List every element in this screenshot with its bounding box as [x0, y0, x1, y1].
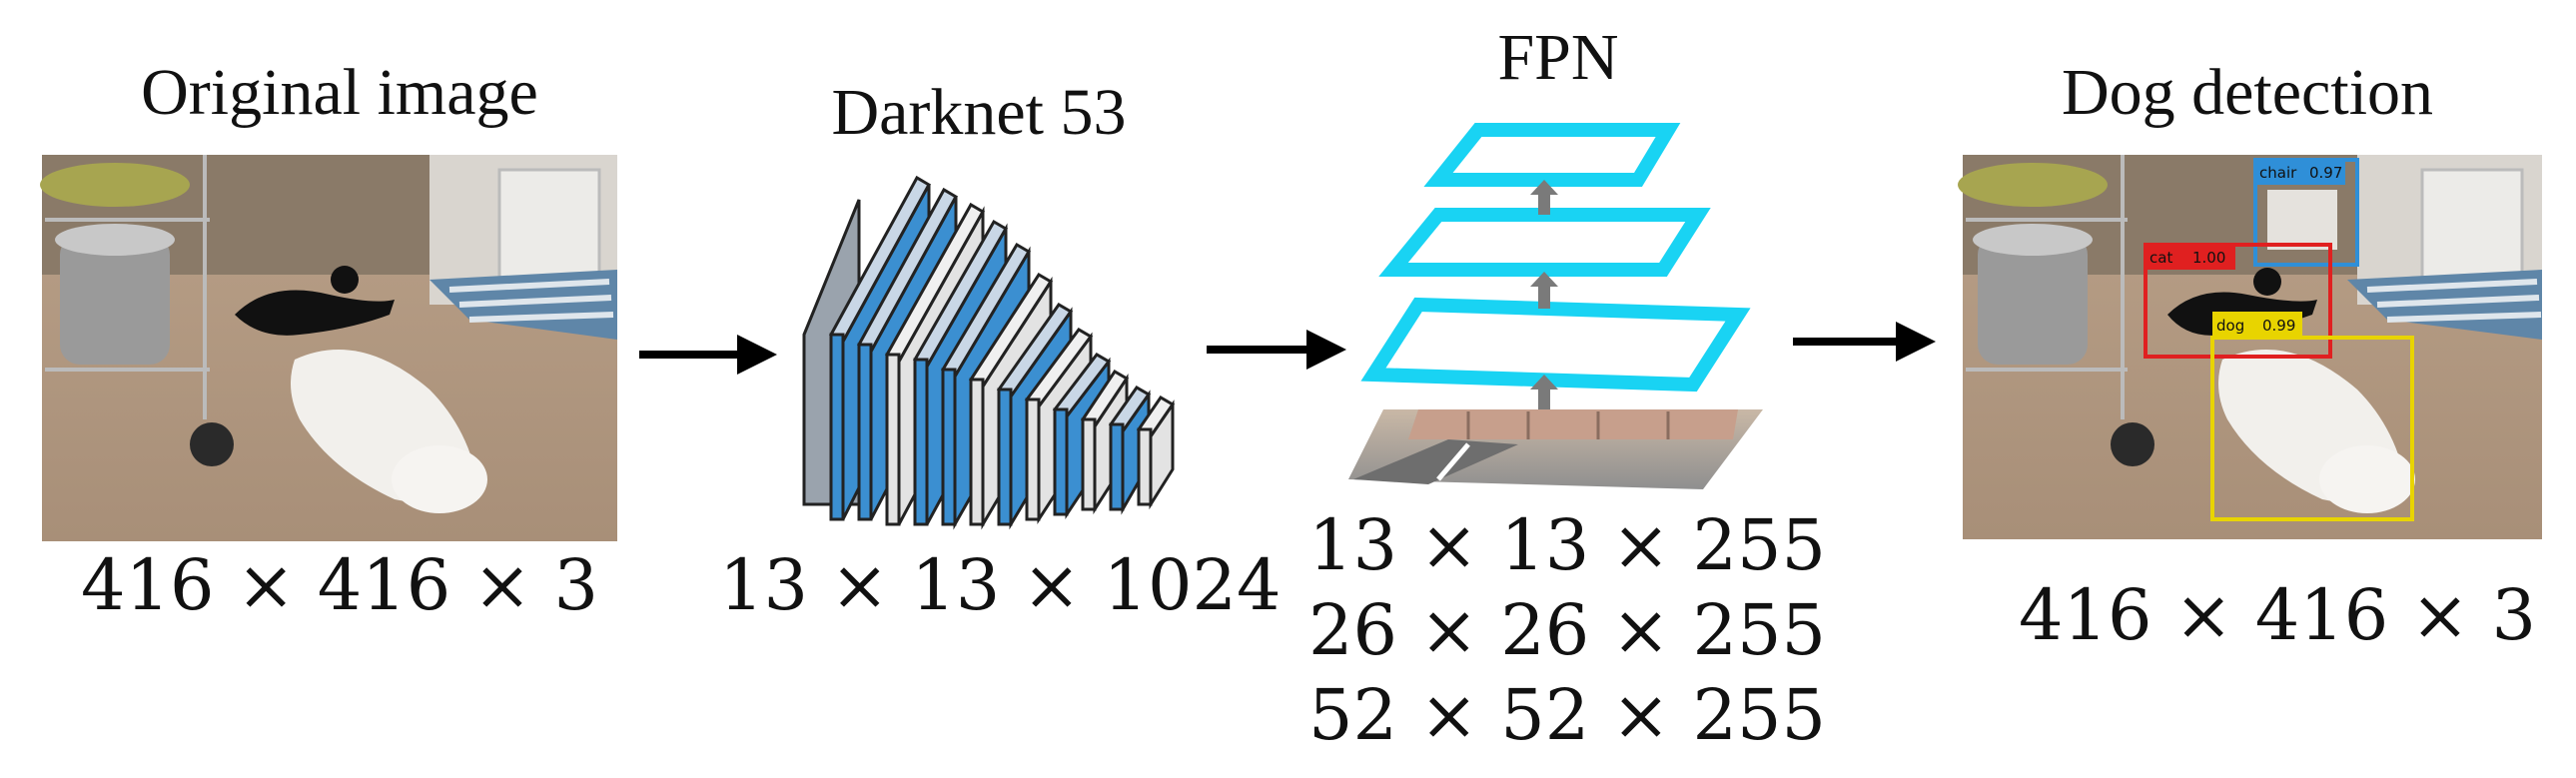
cat-label-bg [2146, 245, 2235, 270]
original-photo [40, 155, 617, 541]
darknet-title: Darknet 53 [831, 76, 1127, 149]
fpn-plane-bottom [1360, 297, 1751, 392]
fpn-dims-1: 13 × 13 × 255 [1308, 504, 1827, 586]
detection-photo: chair 0.97 cat 1.00 dog 0.99 [1958, 155, 2542, 539]
original-dims: 416 × 416 × 3 [80, 544, 599, 626]
cat-score: 1.00 [2192, 249, 2225, 267]
chair-label: chair [2259, 164, 2297, 182]
svg-text:chair 0.97 cat: chair 0.97 cat 1.00 dog 0.99 [2149, 164, 2347, 335]
fpn-dims-2: 26 × 26 × 255 [1308, 589, 1827, 671]
chair-label-bg [2255, 160, 2345, 185]
fpn-street-image [1348, 409, 1763, 489]
fpn-dims-3: 52 × 52 × 255 [1308, 674, 1827, 756]
dog-bounding-box [2210, 336, 2414, 521]
layer-11 [1108, 386, 1152, 515]
cat-bounding-box [2144, 243, 2332, 359]
fpn-pyramid [1348, 123, 1763, 489]
detection-dims: 416 × 416 × 3 [2018, 574, 2537, 656]
dog-score: 0.99 [2262, 317, 2295, 335]
dog-detection-title: Dog detection [2061, 56, 2434, 129]
cat-label: cat [2149, 249, 2172, 267]
fpn-plane-top [1423, 123, 1681, 187]
layer-12 [1136, 395, 1176, 510]
darknet-layer-stack [802, 175, 1176, 530]
dog-label: dog [2216, 317, 2244, 335]
chair-score: 0.97 [2309, 164, 2342, 182]
darknet-dims: 13 × 13 × 1024 [719, 544, 1282, 626]
fpn-upward-arrows [1530, 180, 1558, 411]
original-image-title: Original image [141, 56, 538, 129]
fpn-plane-middle [1378, 208, 1711, 277]
fpn-title: FPN [1497, 21, 1619, 94]
dog-label-bg [2212, 312, 2302, 338]
